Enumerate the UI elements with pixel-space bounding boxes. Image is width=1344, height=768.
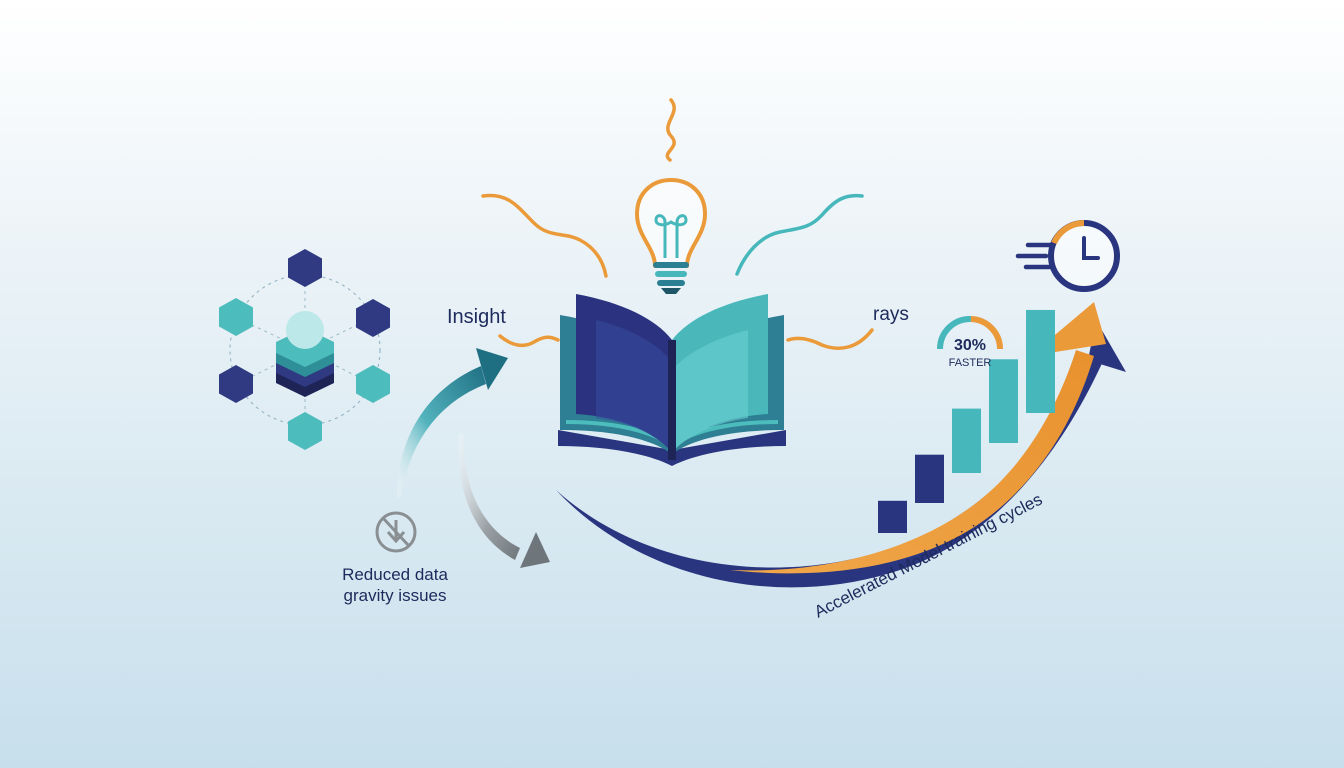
hex-node-top <box>288 249 322 287</box>
ray-top <box>665 98 676 162</box>
book-base-left <box>558 430 672 466</box>
ray-mid-right <box>786 328 874 350</box>
growth-bar-1 <box>878 500 907 533</box>
hex-node-bottom-left <box>219 365 253 403</box>
arrow-orange-band <box>730 350 1094 574</box>
accelerated-label: Accelerated Model training cycles <box>811 490 1045 622</box>
hex-node-top-left <box>219 298 253 336</box>
reduced-label-line2: gravity issues <box>344 586 447 605</box>
book-page-right-inner <box>672 330 748 452</box>
growth-bar-4 <box>989 359 1018 443</box>
ray-upper-right <box>735 193 864 276</box>
gauge-teal-segment <box>937 316 972 350</box>
growth-bar-5 <box>1026 309 1055 413</box>
faster-label: FASTER <box>949 357 992 369</box>
hex-node-bottom <box>288 412 322 450</box>
growth-bar-3 <box>952 408 981 473</box>
growth-bar-2 <box>915 454 944 503</box>
hexagon-network-icon <box>219 249 390 450</box>
no-download-icon <box>375 511 417 553</box>
book-spine <box>668 340 676 460</box>
book-page-left-inner <box>596 320 672 452</box>
ray-upper-left <box>481 193 608 278</box>
ray-mid-left <box>498 334 560 348</box>
stopwatch-icon <box>1015 220 1120 292</box>
insight-label: Insight <box>447 306 506 328</box>
speed-lines <box>1015 242 1053 270</box>
rays-label: rays <box>873 304 909 325</box>
percent-label: 30% <box>954 337 986 354</box>
gray-curved-arrow <box>457 434 550 568</box>
hex-node-bottom-right <box>356 365 390 403</box>
open-book-icon <box>558 294 786 466</box>
database-stack-icon <box>276 311 334 397</box>
bar-chart-icon <box>878 309 1055 533</box>
reduced-label-line1: Reduced data <box>342 565 448 584</box>
light-rays <box>481 98 874 350</box>
teal-curved-arrow <box>397 348 508 497</box>
lightbulb-icon <box>635 178 707 294</box>
hex-node-top-right <box>356 299 390 337</box>
gauge-icon <box>937 316 1003 350</box>
book-base-right <box>672 430 786 466</box>
gauge-orange-segment <box>970 316 1003 350</box>
